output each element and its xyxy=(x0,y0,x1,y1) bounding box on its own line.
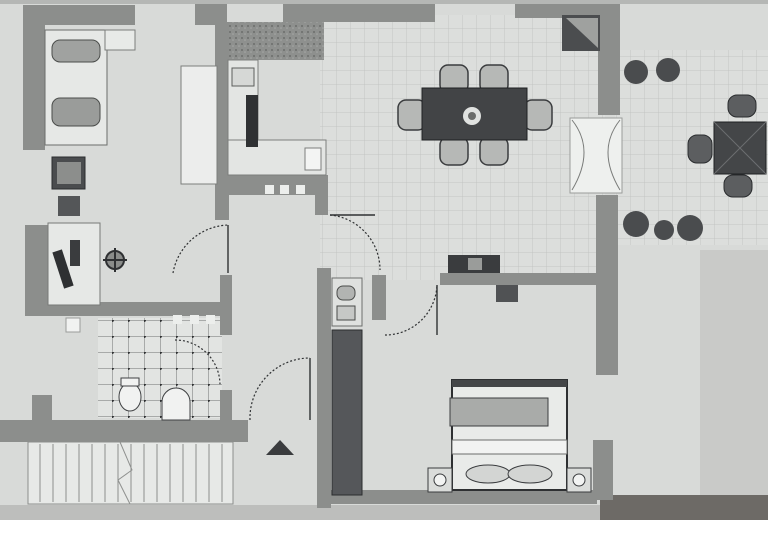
patio-shrubs xyxy=(623,58,703,241)
double-bed xyxy=(449,379,568,491)
corner-cabinet-top xyxy=(566,18,598,48)
centerpiece-core xyxy=(468,112,476,120)
wall-niches xyxy=(173,185,305,324)
blank-margin xyxy=(0,520,768,560)
nightstand-left xyxy=(427,467,453,493)
magazine xyxy=(58,196,80,216)
entry-arrow xyxy=(266,440,294,455)
tv-box xyxy=(496,285,518,302)
toilet-tank xyxy=(120,377,140,387)
lamp-left xyxy=(433,473,447,487)
door-leaves xyxy=(227,214,438,420)
patio-chairs xyxy=(687,94,757,198)
kitchen-counter xyxy=(180,59,327,185)
wardrobe xyxy=(331,329,363,496)
office-chair xyxy=(103,248,127,272)
lamp-right xyxy=(572,473,586,487)
floor-plan-photo xyxy=(0,0,768,520)
photo-shadow-bottom xyxy=(0,505,768,520)
toilet xyxy=(118,382,142,412)
patio-door xyxy=(569,117,623,194)
kitchen-counter-top xyxy=(228,22,324,60)
stair-break-line xyxy=(117,441,133,505)
desk-laptop xyxy=(70,240,80,266)
walls xyxy=(0,0,620,508)
table-surface xyxy=(600,495,768,520)
side-table xyxy=(104,29,136,51)
bathroom-floor xyxy=(98,318,222,418)
photo-shadow-right xyxy=(700,250,768,520)
desk-item xyxy=(52,249,74,289)
tv-screen xyxy=(468,258,482,270)
door-swings xyxy=(172,214,438,421)
paper-crease xyxy=(0,0,768,4)
hallway-shelf xyxy=(331,277,363,327)
bath-shelf xyxy=(65,317,81,333)
stair-treads xyxy=(39,444,223,502)
floor-plan xyxy=(0,0,768,520)
bath-sink xyxy=(161,387,191,421)
dining-chairs xyxy=(397,64,553,166)
armchair-seat xyxy=(57,162,81,184)
sofa xyxy=(44,29,108,146)
patio-table-cross xyxy=(713,121,767,175)
